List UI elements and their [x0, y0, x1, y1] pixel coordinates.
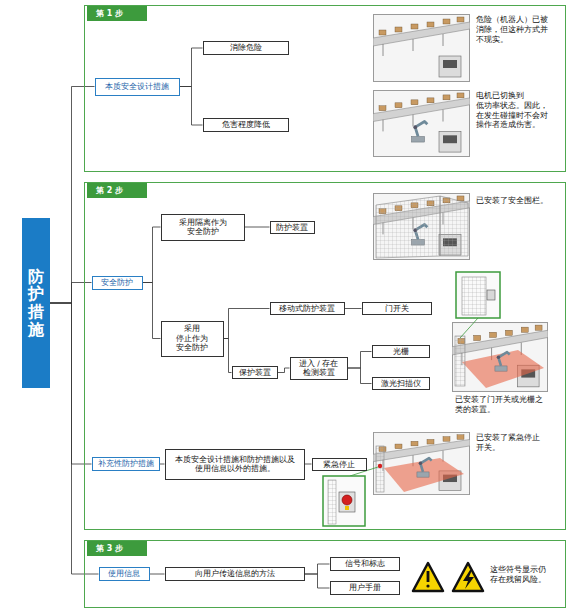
process-box: 信号和标志 [330, 557, 400, 570]
caption-note: 已安装了安全围栏。 [476, 196, 550, 206]
node-text: 安全防护 [100, 278, 134, 287]
process-box: 防护装置 [270, 221, 315, 234]
step-tab: 第 3 步 [87, 541, 147, 556]
tree-connector [143, 283, 161, 339]
node-text: 采用隔离作为 安全防护 [178, 218, 228, 237]
node-text: 补充性防护措施 [97, 459, 155, 468]
door-switch-inset [456, 272, 500, 318]
category-bar: 防护措施 [22, 218, 50, 388]
process-box: 移动式防护装置 [270, 302, 345, 315]
node-text: 本质安全设计措施 [104, 82, 170, 91]
tree-connector [50, 283, 92, 304]
process-box: 采用 停止作为 安全防护 [161, 321, 224, 357]
tree-connector [305, 574, 330, 588]
safety-fence [376, 446, 384, 492]
cell-illustration [373, 432, 470, 494]
caption-note: 这些符号显示仍 存在残留风险。 [490, 565, 548, 585]
safety-fence [440, 196, 468, 256]
tree-connector [180, 87, 203, 126]
step-tab: 第 2 步 [87, 183, 147, 198]
fence-door [462, 277, 486, 315]
process-box: 光栅 [372, 345, 430, 358]
leader-line [460, 318, 478, 338]
tree-connector [143, 227, 161, 283]
node-text: 进入 / 存在 检测装置 [298, 359, 339, 378]
node-text: 消除危险 [229, 43, 263, 52]
safety-fence [455, 336, 465, 386]
electric-hazard-symbol [453, 563, 483, 591]
node-text: 危害程度降低 [221, 120, 271, 129]
category-box: 安全防护 [92, 276, 143, 290]
node-text: 采用 停止作为 安全防护 [175, 324, 209, 352]
tree-connector [50, 303, 99, 574]
process-box: 紧急停止 [312, 458, 367, 471]
node-text: 紧急停止 [322, 460, 356, 469]
step-tab: 第 1 步 [87, 6, 147, 21]
node-text: 信号和标志 [344, 559, 386, 568]
process-box: 门开关 [362, 302, 432, 315]
process-box: 用户手册 [330, 581, 400, 594]
node-text: 本质安全设计措施和防护措施以及 使用信息以外的措施。 [174, 455, 296, 474]
tree-connector [348, 352, 372, 369]
node-text: 防护装置 [275, 223, 309, 232]
warning-symbol [413, 563, 443, 591]
caption-note: 已安装了门开关或光栅之 类的装置。 [455, 395, 545, 415]
process-box: 向用户传递信息的方法 [165, 567, 305, 580]
safety-fence [376, 196, 440, 258]
node-text: 光栅 [392, 347, 410, 356]
tree-connector [224, 339, 232, 373]
tree-connector [305, 564, 330, 574]
node-text: 激光扫描仪 [380, 379, 422, 388]
cell-illustration [373, 90, 470, 156]
step-panel: 第 2 步安全防护 采用隔离作为 安全防护 防护装置采用 停止作为 安全防护 移动式防… [84, 182, 566, 530]
emergency-stop-base [345, 506, 349, 510]
caption-note: 电机已切换到 低功率状态。因此， 在发生碰撞时不会对 操作者造成伤害。 [476, 91, 550, 130]
cell-illustration [452, 323, 548, 392]
emergency-stop-button [378, 464, 382, 468]
tree-connector [305, 464, 312, 465]
detection-area [462, 350, 544, 388]
emergency-stop-inset [323, 476, 365, 526]
robot-figure [411, 122, 427, 143]
cell-illustration [373, 15, 470, 82]
category-box: 补充性防护措施 [92, 457, 160, 470]
robot-figure [495, 352, 510, 371]
node-text: 门开关 [384, 304, 410, 313]
door-switch [487, 290, 495, 300]
process-box: 进入 / 存在 检测装置 [290, 357, 348, 380]
node-text: 向用户传递信息的方法 [194, 569, 276, 578]
category-box: 本质安全设计措施 [95, 78, 180, 96]
caption-note: 危险（机器人）已被 消除，但这种方式并 不现实。 [476, 15, 550, 44]
emergency-stop-box [339, 492, 355, 512]
node-text: 使用信息 [107, 569, 141, 578]
caption-note: 已安装了紧急停止 开关。 [476, 433, 542, 453]
process-box: 危害程度降低 [203, 118, 289, 131]
tree-connector [348, 368, 372, 384]
tree-connector [245, 227, 270, 228]
process-box: 激光扫描仪 [372, 377, 430, 390]
detection-area [384, 458, 464, 492]
process-box: 本质安全设计措施和防护措施以及 使用信息以外的措施。 [165, 449, 305, 480]
emergency-stop-button [342, 495, 352, 505]
category-box: 使用信息 [99, 567, 150, 580]
node-text: 保护装置 [238, 368, 272, 377]
process-box: 保护装置 [232, 366, 278, 379]
process-box: 消除危险 [203, 41, 289, 54]
tree-connector [345, 308, 362, 309]
tree-connector [50, 303, 92, 464]
robot-figure [417, 458, 432, 477]
node-text: 用户手册 [348, 583, 382, 592]
tree-connector [224, 309, 270, 339]
tree-connector [180, 48, 203, 87]
tree-connector [278, 368, 290, 373]
cell-illustration [373, 193, 470, 259]
tree-connector [150, 574, 165, 575]
fence-post [328, 480, 336, 524]
node-text: 移动式防护装置 [278, 304, 336, 313]
vertical-title: 防护措施 [28, 268, 44, 338]
process-box: 采用隔离作为 安全防护 [161, 214, 245, 241]
